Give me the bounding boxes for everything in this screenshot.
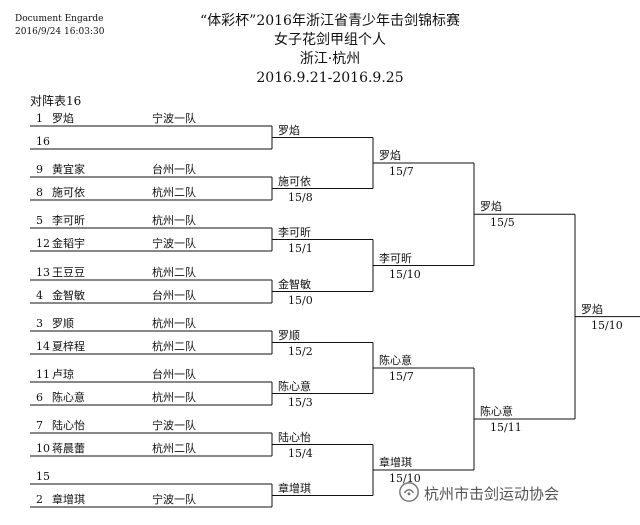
title-line-2: 女子花剑甲组个人 (274, 32, 386, 48)
header-software: Document Engarde (15, 14, 104, 24)
table-label: 对阵表16 (30, 94, 82, 108)
r1-seed: 16 (36, 135, 50, 148)
r2-score: 15/3 (288, 395, 313, 409)
r1-seed: 14 (36, 340, 50, 353)
r1-seed: 12 (36, 237, 50, 250)
r3-name: 章增琪 (379, 456, 412, 469)
r1-seed: 11 (36, 368, 50, 381)
r2-name: 罗顺 (278, 328, 300, 342)
r1-team: 宁波一队 (152, 419, 196, 432)
r1-team: 杭州一队 (152, 317, 196, 330)
r1-name: 王豆豆 (52, 266, 85, 279)
r1-team: 杭州一队 (152, 391, 196, 404)
r1-team: 杭州二队 (152, 442, 196, 455)
r2-score: 15/2 (288, 344, 313, 358)
r3-name: 陈心意 (379, 354, 412, 367)
r1-seed: 4 (36, 289, 43, 302)
r1-name: 施可依 (52, 186, 85, 199)
header-timestamp: 2016/9/24 16:03:30 (15, 27, 105, 37)
r4-score: 15/5 (490, 216, 515, 230)
r1-team: 杭州一队 (152, 214, 196, 227)
r1-name: 罗顺 (52, 317, 74, 330)
r1-team: 杭州二队 (152, 186, 196, 199)
r1-seed: 10 (36, 442, 50, 455)
r3-score: 15/10 (389, 472, 421, 485)
r1-seed: 13 (36, 266, 50, 279)
r2-name: 陆心怡 (278, 430, 311, 444)
r1-name: 金韬宇 (52, 237, 85, 250)
r3-score: 15/10 (389, 267, 421, 281)
r2-score: 15/1 (288, 241, 313, 255)
r1-name: 黄宜家 (52, 163, 85, 176)
r4-name: 罗焰 (480, 200, 502, 214)
r1-team: 台州一队 (152, 289, 196, 302)
r1-team: 宁波一队 (152, 493, 196, 506)
r1-seed: 5 (36, 214, 43, 227)
r1-team: 宁波一队 (152, 112, 196, 125)
r1-name: 蒋晨蕾 (52, 442, 85, 455)
r3-score: 15/7 (389, 165, 414, 178)
r4-score: 15/11 (490, 421, 522, 434)
r2-name: 李可昕 (278, 225, 311, 239)
watermark-text: 杭州市击剑运动协会 (424, 485, 560, 503)
r1-seed: 6 (36, 391, 43, 404)
title-line-3: 浙江·杭州 (299, 51, 361, 67)
wechat-icon (399, 482, 419, 502)
r4-name: 陈心意 (480, 405, 513, 418)
r2-name: 章增琪 (278, 481, 311, 495)
r1-seed: 15 (36, 470, 50, 483)
r2-name: 施可依 (278, 174, 311, 188)
r3-name: 罗焰 (379, 149, 401, 162)
r1-seed: 8 (36, 186, 43, 199)
r1-team: 宁波一队 (152, 237, 196, 250)
r1-name: 陆心怡 (52, 419, 85, 432)
r3-name: 李可昕 (379, 251, 412, 265)
r1-seed: 7 (36, 419, 43, 432)
r1-name: 金智敏 (52, 289, 85, 302)
r2-name: 金智敏 (278, 277, 311, 291)
r1-name: 陈心意 (52, 391, 85, 404)
r2-score: 15/0 (288, 293, 313, 307)
r1-name: 章增琪 (52, 493, 85, 506)
r3-score: 15/7 (389, 370, 414, 383)
r1-seed: 1 (36, 112, 43, 125)
r1-team: 台州一队 (152, 368, 196, 381)
r1-seed: 9 (36, 163, 43, 176)
r1-seed: 2 (36, 493, 43, 506)
final-name: 罗焰 (581, 302, 603, 316)
r2-score: 15/8 (288, 190, 313, 204)
r1-name: 卢琼 (52, 368, 74, 381)
r2-name: 罗焰 (278, 123, 300, 137)
final-score: 15/10 (591, 318, 623, 332)
r1-name: 李可昕 (52, 214, 85, 227)
r1-name: 夏梓程 (52, 340, 85, 353)
r1-team: 杭州二队 (152, 266, 196, 279)
r1-name: 罗焰 (52, 112, 74, 125)
r2-name: 陈心意 (278, 379, 311, 393)
r1-team: 杭州二队 (152, 340, 196, 353)
title-line-1: “体彩杯”2016年浙江省青少年击剑锦标赛 (200, 13, 460, 29)
r1-seed: 3 (36, 317, 43, 330)
r1-team: 台州一队 (152, 163, 196, 176)
title-line-4: 2016.9.21-2016.9.25 (256, 70, 404, 86)
r2-score: 15/4 (288, 446, 313, 460)
